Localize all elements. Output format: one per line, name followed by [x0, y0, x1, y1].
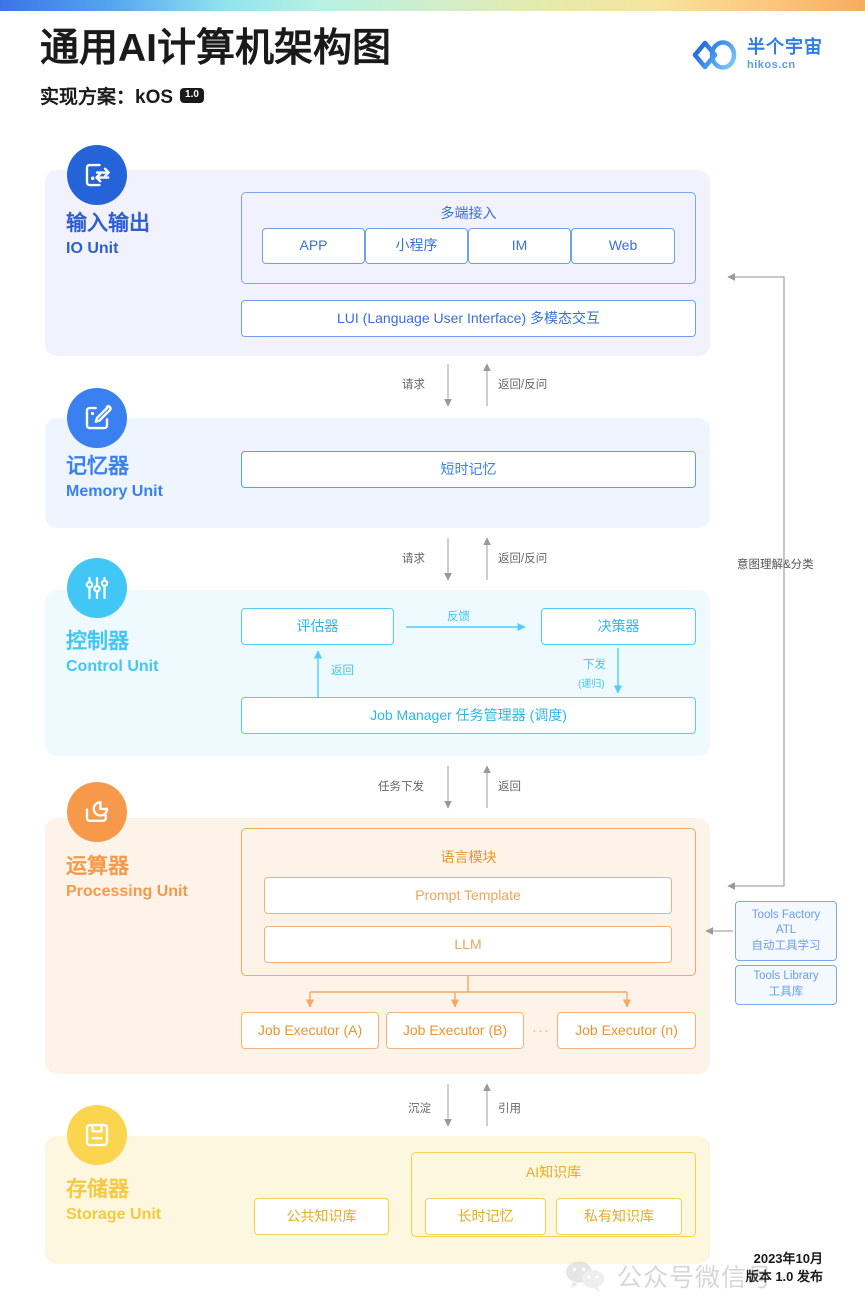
control-unit-label: 控制器 Control Unit [66, 630, 236, 678]
tools-factory-line3: 自动工具学习 [751, 939, 821, 952]
page-subtitle: 实现方案：kOS [40, 86, 174, 108]
io-unit-label: 输入输出 IO Unit [66, 212, 236, 260]
storage-unit-label: 存储器 Storage Unit [66, 1178, 236, 1226]
connector-label-control-proc-up: 返回 [498, 781, 521, 793]
storage-ai-kb-group: AI知识库 [411, 1152, 696, 1237]
processing-language-module-title: 语言模块 [440, 849, 497, 865]
tools-factory-box[interactable]: Tools Factory ATL 自动工具学习 [735, 901, 837, 961]
footer-date: 2023年10月 版本 1.0 发布 [746, 1250, 823, 1285]
storage-public-kb-box[interactable]: 公共知识库 [254, 1198, 389, 1235]
control-decider-box[interactable]: 决策器 [541, 608, 696, 645]
io-chip-web[interactable]: Web [571, 228, 675, 264]
connector-label-control-proc-down: 任务下发 [378, 781, 424, 793]
memory-edit-icon [67, 388, 127, 448]
storage-private-kb-box[interactable]: 私有知识库 [556, 1198, 682, 1235]
job-executor-a-box[interactable]: Job Executor (A) [241, 1012, 379, 1049]
processing-prompt-template-box[interactable]: Prompt Template [264, 877, 672, 914]
page-title: 通用AI计算机架构图 [40, 27, 392, 70]
version-badge: 1.0 [180, 87, 204, 103]
processing-unit-name-cn: 运算器 [66, 855, 129, 878]
connector-label-proc-storage-up: 引用 [498, 1103, 521, 1115]
job-executor-b-box[interactable]: Job Executor (B) [386, 1012, 524, 1049]
io-chip-miniapp[interactable]: 小程序 [365, 228, 468, 264]
connector-label-io-memory-down: 请求 [402, 379, 425, 391]
io-lui-box[interactable]: LUI (Language User Interface) 多模态交互 [241, 300, 696, 337]
footer-date-line1: 2023年10月 [753, 1251, 823, 1266]
connector-label-memory-control-down: 请求 [402, 553, 425, 565]
infinity-logo-icon [692, 39, 737, 70]
io-unit-name-en: IO Unit [66, 240, 119, 258]
job-executor-ellipsis: ··· [532, 1022, 550, 1039]
storage-unit-name-en: Storage Unit [66, 1206, 162, 1224]
control-unit-name-cn: 控制器 [66, 630, 129, 653]
processing-unit-name-en: Processing Unit [66, 883, 188, 901]
processing-llm-box[interactable]: LLM [264, 926, 672, 963]
footer-date-line2: 版本 1.0 发布 [745, 1268, 823, 1284]
wechat-icon [566, 1261, 604, 1292]
connector-label-dispatch: 下发 [583, 659, 606, 671]
control-evaluator-box[interactable]: 评估器 [241, 608, 394, 645]
connector-label-io-memory-up: 返回/反问 [498, 379, 548, 391]
io-exchange-icon [67, 145, 127, 205]
io-chip-app[interactable]: APP [262, 228, 365, 264]
control-unit-name-en: Control Unit [66, 658, 159, 676]
memory-unit-label: 记忆器 Memory Unit [66, 455, 236, 503]
tools-factory-line1: Tools Factory [751, 908, 821, 921]
io-multiaccess-group: 多端接入 [241, 192, 696, 284]
memory-unit-name-en: Memory Unit [66, 483, 163, 501]
job-executor-n-box[interactable]: Job Executor (n) [557, 1012, 696, 1049]
brand-logo: 半个宇宙 hikos.cn [692, 38, 823, 71]
logo-name-cn: 半个宇宙 [747, 37, 823, 57]
connector-label-memory-control-up: 返回/反问 [498, 553, 548, 565]
memory-short-term-box[interactable]: 短时记忆 [241, 451, 696, 488]
side-label-intent-understanding: 意图理解&分类 [737, 559, 814, 571]
floppy-disk-icon [67, 1105, 127, 1165]
storage-long-term-box[interactable]: 长时记忆 [425, 1198, 546, 1235]
io-unit-name-cn: 输入输出 [66, 212, 150, 235]
tools-factory-line2: ATL [775, 924, 797, 937]
tools-library-line2: 工具库 [768, 986, 804, 998]
tools-library-line1: Tools Library [753, 970, 819, 983]
processing-language-module-group: 语言模块 [241, 828, 696, 976]
logo-name-en: hikos.cn [747, 59, 796, 71]
tools-library-box[interactable]: Tools Library 工具库 [735, 965, 837, 1005]
connector-label-proc-storage-down: 沉淀 [408, 1103, 431, 1115]
io-multiaccess-title: 多端接入 [440, 205, 497, 221]
subtitle-row: 实现方案：kOS 1.0 [40, 82, 391, 109]
storage-unit-name-cn: 存储器 [66, 1178, 129, 1201]
processing-camera-icon [67, 782, 127, 842]
page-header: 通用AI计算机架构图 实现方案：kOS 1.0 [40, 27, 392, 109]
processing-unit-label: 运算器 Processing Unit [66, 855, 236, 903]
storage-ai-kb-title: AI知识库 [525, 1164, 582, 1180]
top-gradient-bar [0, 0, 865, 11]
logo-text: 半个宇宙 hikos.cn [747, 38, 823, 71]
control-job-manager-box[interactable]: Job Manager 任务管理器 (调度) [241, 697, 696, 734]
connector-label-feedback: 反馈 [447, 611, 470, 623]
io-chip-im[interactable]: IM [468, 228, 571, 264]
sliders-icon [67, 558, 127, 618]
connector-label-return: 返回 [331, 665, 354, 677]
memory-unit-name-cn: 记忆器 [66, 455, 129, 478]
connector-label-dispatch-sub: (递归) [578, 679, 605, 690]
